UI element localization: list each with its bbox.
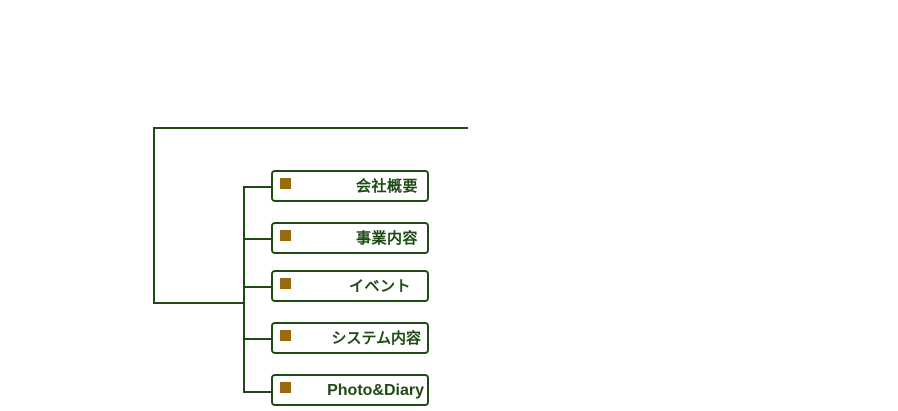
branch-line (243, 391, 272, 393)
menu-item-system[interactable]: システム内容 (271, 322, 429, 354)
top-horizontal-line (153, 127, 468, 129)
square-bullet-icon (280, 178, 291, 189)
menu-item-label: システム内容 (331, 329, 421, 347)
menu-item-photo-diary[interactable]: Photo&Diary (271, 374, 429, 406)
menu-item-business[interactable]: 事業内容 (271, 222, 429, 254)
square-bullet-icon (280, 230, 291, 241)
left-vertical-line (153, 127, 155, 304)
menu-item-label: Photo&Diary (327, 382, 424, 399)
branch-line (243, 238, 272, 240)
square-bullet-icon (280, 382, 291, 393)
bottom-horizontal-line (153, 302, 245, 304)
menu-item-label: 事業内容 (355, 229, 418, 247)
square-bullet-icon (280, 278, 291, 289)
menu-item-label: イベント (348, 277, 411, 295)
menu-item-label: 会社概要 (355, 177, 418, 195)
menu-item-company-profile[interactable]: 会社概要 (271, 170, 429, 202)
branch-line (243, 286, 272, 288)
square-bullet-icon (280, 330, 291, 341)
branch-line (243, 186, 272, 188)
branch-line (243, 338, 272, 340)
menu-item-events[interactable]: イベント (271, 270, 429, 302)
trunk-vertical-line (243, 186, 245, 393)
